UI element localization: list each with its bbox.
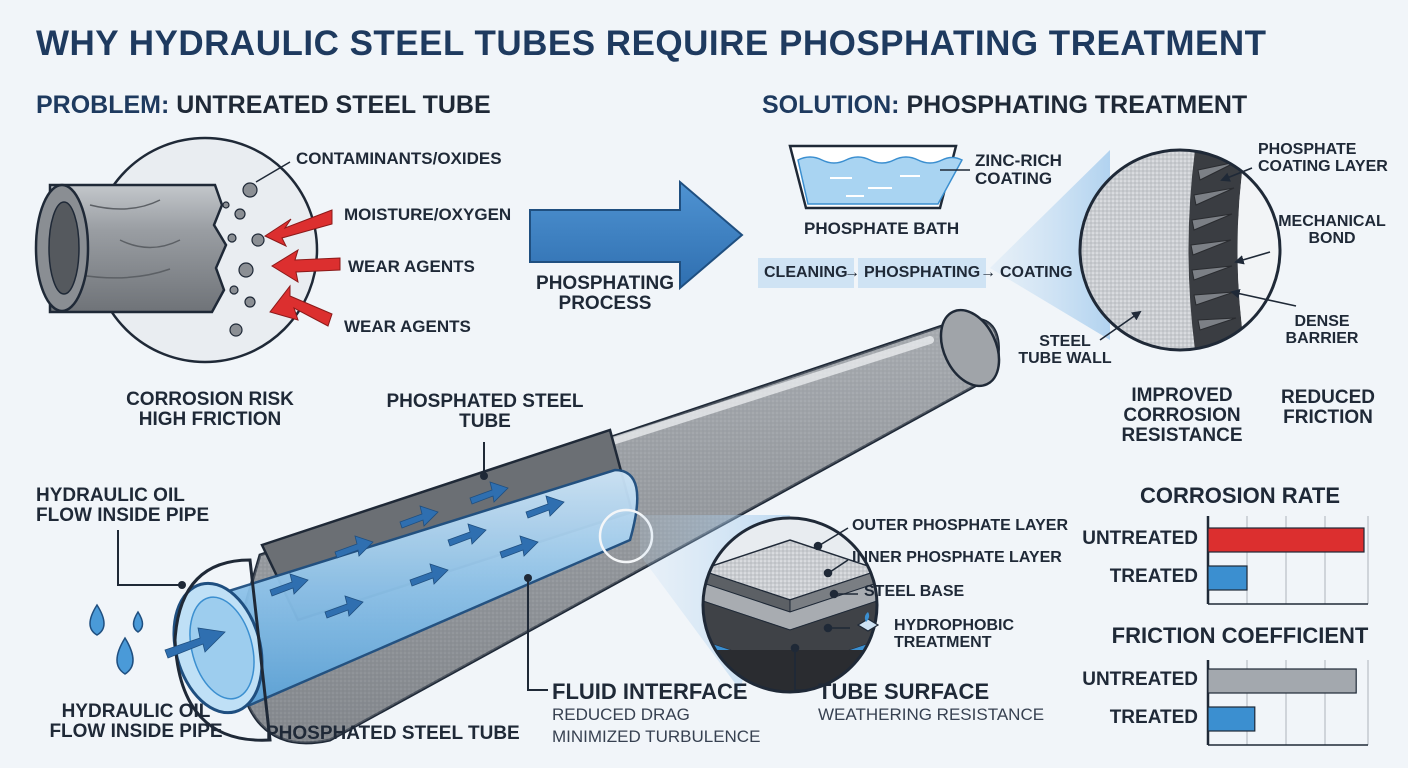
phosphate-line-1: PHOSPHATE — [1258, 141, 1357, 158]
label-contaminants: CONTAMINANTS/OXIDES — [296, 149, 502, 168]
category-label-untreated: UNTREATED — [1082, 528, 1198, 549]
wall-line-1: STEEL — [1039, 333, 1091, 350]
oil-bottom-line-1: HYDRAULIC OIL — [61, 701, 211, 722]
category-label-treated: TREATED — [1109, 566, 1198, 587]
fluid-line-2: MINIMIZED TURBULENCE — [552, 727, 761, 746]
outer-layer-label: OUTER PHOSPHATE LAYER — [852, 517, 1069, 534]
hydro-line-1: HYDROPHOBIC — [894, 617, 1015, 634]
oil-top-line-2: FLOW INSIDE PIPE — [36, 504, 210, 526]
step-arrow-2: → — [980, 264, 996, 281]
benefit1-line-1: IMPROVED — [1131, 385, 1233, 406]
bond-line-2: BOND — [1308, 229, 1356, 247]
main-phosphated-tube — [117, 308, 1001, 745]
risk-line-1: CORROSION RISK — [126, 389, 294, 410]
zinc-label: ZINC-RICH COATING — [975, 152, 1062, 188]
bar-treated — [1207, 565, 1248, 591]
problem-risk: CORROSION RISK HIGH FRICTION — [110, 390, 310, 430]
benefit2-line-2: FRICTION — [1283, 406, 1373, 428]
problem-prefix: PROBLEM: — [36, 91, 170, 119]
layer-magnifier — [701, 516, 880, 694]
friction-coefficient-chart — [1206, 660, 1369, 746]
tube-top-line-2: TUBE — [459, 410, 511, 432]
problem-title: UNTREATED STEEL TUBE — [176, 91, 491, 119]
benefit-friction: REDUCED FRICTION — [1270, 388, 1386, 428]
bar-untreated — [1207, 527, 1365, 553]
oil-top-line-1: HYDRAULIC OIL — [36, 485, 185, 506]
tube-bottom-label: PHOSPHATED STEEL TUBE — [266, 723, 520, 744]
category-label-treated: TREATED — [1109, 707, 1198, 728]
tube-surface-title: TUBE SURFACE — [818, 679, 990, 704]
zinc-line-2: COATING — [975, 168, 1053, 188]
tube-top-line-1: PHOSPHATED STEEL — [386, 391, 584, 412]
phosphate-bath-illustration — [788, 144, 970, 210]
coating-magnifier — [1078, 148, 1297, 352]
benefit1-line-3: RESISTANCE — [1121, 424, 1243, 446]
benefit1-line-2: CORROSION — [1123, 404, 1241, 426]
bar-untreated — [1207, 668, 1357, 694]
process-arrow — [529, 179, 744, 291]
oil-bottom-label: HYDRAULIC OIL FLOW INSIDE PIPE — [36, 702, 236, 742]
process-line-2: PROCESS — [558, 292, 652, 314]
category-label-untreated: UNTREATED — [1082, 669, 1198, 690]
step-arrow-1: → — [844, 264, 860, 281]
step-phosphating: PHOSPHATING — [858, 258, 987, 288]
hydro-line-2: TREATMENT — [894, 633, 992, 651]
bond-line-1: MECHANICAL — [1278, 213, 1386, 230]
steel-tube-wall-label: STEEL TUBE WALL — [1010, 333, 1120, 368]
hydrophobic-icon — [856, 612, 880, 632]
dense-barrier-label: DENSE BARRIER — [1282, 313, 1362, 348]
process-line-1: PHOSPHATING — [536, 273, 674, 294]
fluid-interface-title: FLUID INTERFACE — [552, 679, 748, 704]
step-coating: COATING — [1000, 264, 1073, 281]
wall-line-2: TUBE WALL — [1018, 349, 1112, 367]
mechanical-bond-label: MECHANICAL BOND — [1272, 213, 1392, 248]
benefit-corrosion: IMPROVED CORROSION RESISTANCE — [1112, 386, 1252, 446]
fluid-line-1: REDUCED DRAG — [552, 705, 690, 724]
risk-line-2: HIGH FRICTION — [138, 408, 282, 430]
problem-heading: PROBLEM: UNTREATED STEEL TUBE — [36, 92, 491, 118]
inner-layer-label: INNER PHOSPHATE LAYER — [852, 549, 1062, 566]
bar-treated — [1207, 706, 1256, 732]
process-label: PHOSPHATING PROCESS — [520, 274, 690, 314]
steel-base-label: STEEL BASE — [864, 583, 965, 600]
chart-title: CORROSION RATE — [1139, 483, 1341, 508]
zoom-beam-top — [990, 150, 1110, 340]
corrosion-rate-chart — [1206, 516, 1369, 605]
oil-droplets — [89, 603, 144, 675]
benefit2-line-1: REDUCED — [1281, 387, 1375, 408]
chart-title: FRICTION COEFFICIENT — [1111, 623, 1369, 648]
page-title: WHY HYDRAULIC STEEL TUBES REQUIRE PHOSPH… — [36, 24, 1267, 63]
solution-heading: SOLUTION: PHOSPHATING TREATMENT — [762, 92, 1247, 118]
hydrophobic-label: HYDROPHOBIC TREATMENT — [894, 617, 1015, 652]
solution-title: PHOSPHATING TREATMENT — [906, 91, 1248, 119]
untreated-tube-illustration — [34, 136, 341, 364]
barrier-line-2: BARRIER — [1285, 329, 1359, 347]
label-wear-agents-2: WEAR AGENTS — [344, 317, 471, 336]
oil-top-label: HYDRAULIC OIL FLOW INSIDE PIPE — [36, 486, 209, 526]
bath-label: PHOSPHATE BATH — [804, 219, 960, 238]
oil-bottom-line-2: FLOW INSIDE PIPE — [49, 720, 223, 742]
solution-prefix: SOLUTION: — [762, 91, 900, 119]
tube-surface-sub: WEATHERING RESISTANCE — [818, 705, 1045, 724]
step-cleaning: CLEANING — [758, 258, 854, 288]
tube-top-label: PHOSPHATED STEEL TUBE — [380, 392, 590, 432]
label-wear-agents-1: WEAR AGENTS — [348, 257, 475, 276]
barrier-line-1: DENSE — [1294, 313, 1350, 330]
phosphate-line-2: COATING LAYER — [1258, 157, 1388, 175]
zinc-line-1: ZINC-RICH — [975, 151, 1062, 170]
phosphate-coating-label: PHOSPHATE COATING LAYER — [1258, 141, 1388, 176]
label-moisture: MOISTURE/OXYGEN — [344, 205, 512, 224]
